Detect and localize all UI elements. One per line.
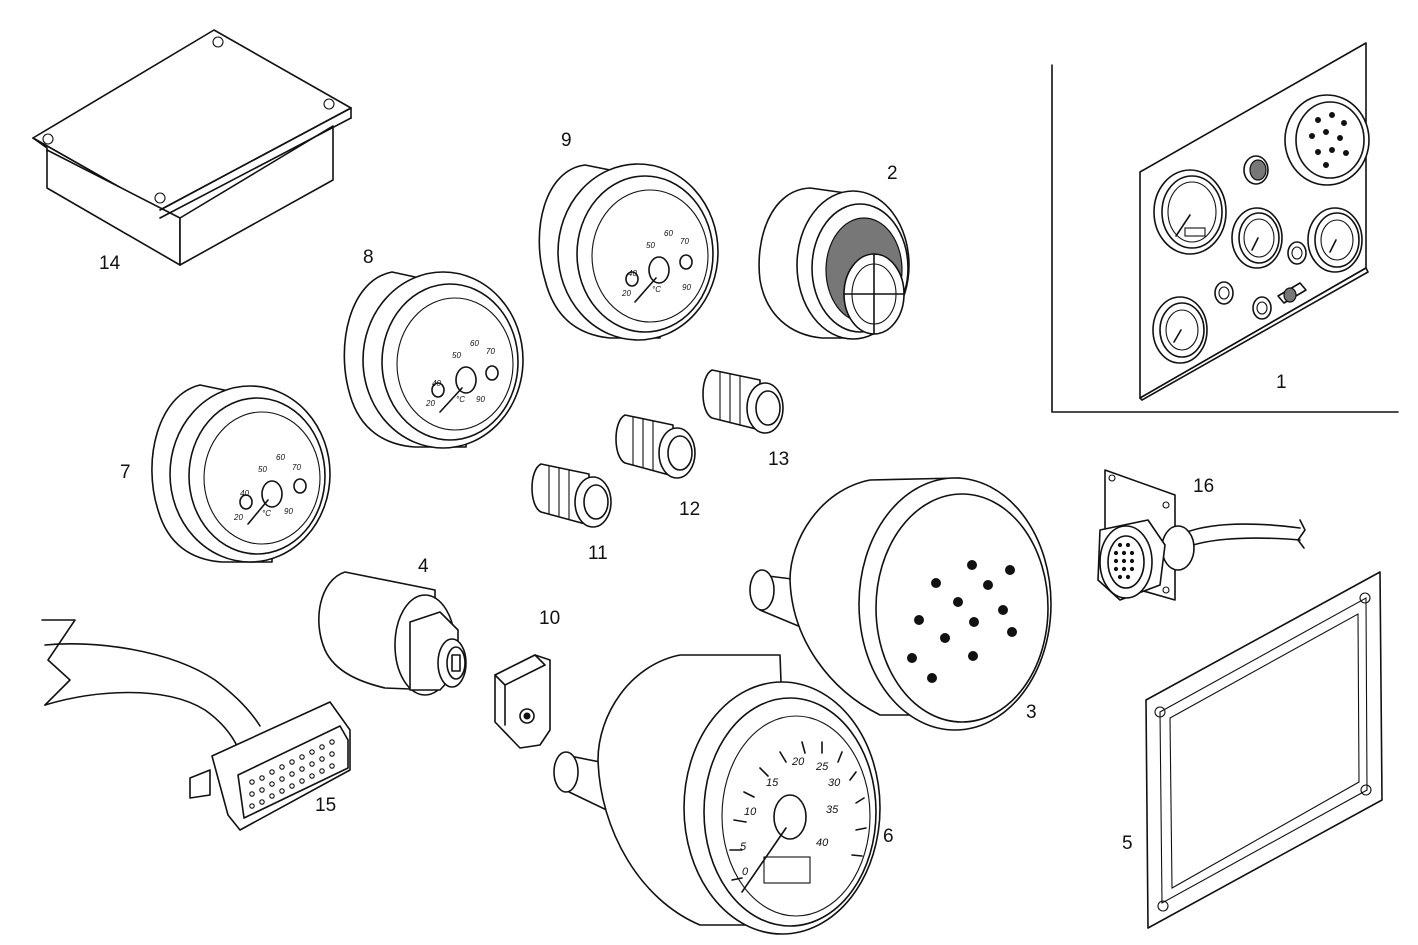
callout-labels: 1 2 3 4 5 6 7 8 9 10 11 12 13 14 15 16 [99, 130, 1287, 854]
dial-label: 60 [276, 453, 285, 462]
dial-label: 0 [742, 866, 749, 878]
dial-label: 35 [826, 804, 839, 816]
part-15-cable-plug [41, 619, 351, 831]
callout-4: 4 [418, 556, 429, 577]
dial-label: 70 [486, 347, 495, 356]
dial-label: 50 [258, 465, 267, 474]
dial-label: 5 [740, 841, 747, 853]
dial-unit: °C [652, 285, 661, 294]
part-1-instrument-panel [1051, 42, 1399, 413]
dial-unit: °C [262, 509, 271, 518]
dial-label: 60 [470, 339, 479, 348]
part-10-clip [494, 654, 551, 749]
dial-label: 70 [292, 463, 301, 472]
callout-3: 3 [1026, 702, 1037, 723]
dial-label: 40 [240, 489, 249, 498]
dial-label: 25 [815, 761, 829, 773]
callout-9: 9 [561, 130, 572, 151]
dial-label: 90 [284, 507, 293, 516]
dial-label: 40 [628, 269, 637, 278]
dial-unit: °C [456, 395, 465, 404]
callout-14: 14 [99, 253, 121, 274]
dial-label: 40 [816, 837, 829, 849]
dial-label: 20 [791, 756, 805, 768]
callout-2: 2 [887, 163, 898, 184]
callout-7: 7 [120, 462, 131, 483]
part-13-bulb-holder [702, 369, 784, 434]
callout-6: 6 [883, 826, 894, 847]
dial-label: 90 [476, 395, 485, 404]
part-3-gauge-rear [749, 477, 1052, 731]
dial-label: 90 [682, 283, 691, 292]
part-8-temperature-gauge: 20 40 50 60 70 90 °C [343, 271, 524, 449]
callout-12: 12 [679, 499, 700, 520]
part-5-gasket [1145, 571, 1383, 929]
part-2-buzzer [758, 187, 910, 340]
callout-13: 13 [768, 449, 789, 470]
part-6-speedometer: 0 5 10 15 20 25 30 35 40 [553, 654, 881, 935]
dial-label: 40 [432, 379, 441, 388]
dial-label: 20 [233, 513, 243, 522]
callout-5: 5 [1122, 833, 1133, 854]
dial-label: 50 [646, 241, 655, 250]
callout-8: 8 [363, 247, 374, 268]
callout-11: 11 [588, 543, 608, 564]
callout-1: 1 [1276, 372, 1287, 393]
callout-10: 10 [539, 608, 560, 629]
callout-16: 16 [1193, 476, 1214, 497]
dial-label: 70 [680, 237, 689, 246]
dial-label: 10 [744, 806, 757, 818]
callout-15: 15 [315, 795, 336, 816]
dial-label: 30 [828, 777, 841, 789]
dial-label: 15 [766, 777, 779, 789]
dial-label: 50 [452, 351, 461, 360]
dial-label: 20 [425, 399, 435, 408]
dial-label: 60 [664, 229, 673, 238]
part-7-temperature-gauge: 20 40 50 60 70 90 °C [151, 384, 331, 563]
part-11-bulb-holder [531, 463, 612, 528]
part-9-temperature-gauge: 20 40 50 60 70 90 °C [538, 163, 719, 341]
part-14-box [32, 29, 352, 266]
part-12-bulb-holder [615, 414, 696, 479]
dial-label: 20 [621, 289, 631, 298]
part-16-connector [1097, 469, 1306, 601]
part-4-sender-unit [318, 571, 467, 696]
